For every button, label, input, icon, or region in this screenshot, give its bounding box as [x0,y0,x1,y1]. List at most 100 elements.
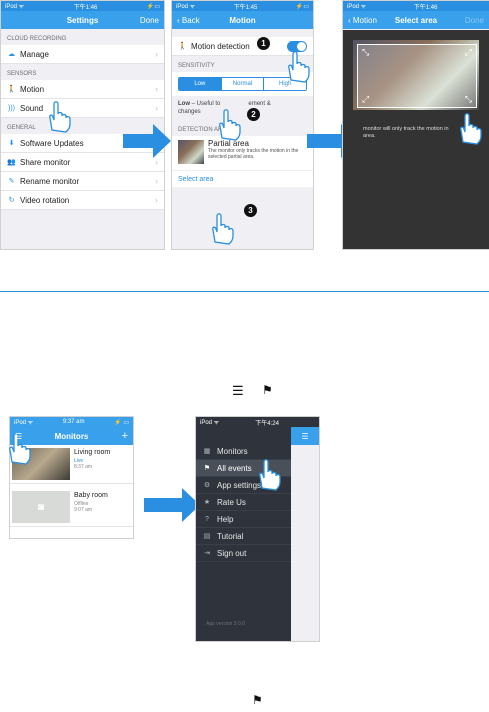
settings-screen: iPod ᯤ 下午1:46 ⚡▭ Settings Done CLOUD REC… [0,0,165,250]
share-monitor-label: Share monitor [20,157,71,167]
motion-detection-toggle[interactable] [287,40,307,52]
status-bar: iPod ᯤ 9:37 am ⚡ ▭ [10,417,133,427]
hand-pointer-icon [9,433,31,465]
camera-view: ⤡ ⤢ ⤢ ⤡ [343,30,489,120]
section-header-cloud: CLOUD RECORDING [7,36,67,42]
section-header-detection: DETECTION AREA [178,127,231,133]
share-monitor-row[interactable]: 👥 Share monitor › [1,153,164,172]
hand-pointer-icon [288,51,310,83]
video-rotation-row[interactable]: ↻ Video rotation › [1,191,164,210]
nav-bar: ‹ Motion Select area Done [343,11,489,29]
partial-area-description: The monitor only tracks the motion in th… [208,148,299,160]
status-bar: iPod ᯤ 下午1:46 ⚡▭ [1,1,164,11]
baby-room-thumbnail: ◙ [12,491,70,523]
step-badge-1: 1 [257,37,270,50]
menu-item-help[interactable]: ? Help [196,511,291,528]
side-menu-screen: iPod ᯤ 下午4:24 ☰ ▦ Monitors ⚑ All events … [195,416,320,642]
monitor-time: 9:07 am [74,507,93,513]
monitor-list-item[interactable]: ◙ Baby room Offline 9:07 am [10,488,133,527]
status-battery: ⚡ ▭ [114,419,129,426]
sign-out-icon: ⇥ [204,550,210,557]
back-button[interactable]: ‹ Back [177,15,200,25]
arrow-right-icon [123,124,171,158]
menu-item-sign-out[interactable]: ⇥ Sign out [196,545,291,562]
menu-item-label: Tutorial [217,531,244,541]
status-battery: ⚡▭ [146,3,160,10]
arrow-right-icon [144,488,200,522]
status-time: 下午1:46 [73,4,98,11]
app-version: App version 3.0.0 [206,621,245,627]
back-label: Back [181,15,200,25]
hand-pointer-icon [219,109,241,141]
resize-handle-bottom-left-icon[interactable]: ⤢ [362,94,370,104]
menu-item-label: Help [217,514,234,524]
back-button[interactable]: ‹ Motion [348,15,377,25]
sound-wave-icon: ))) [8,104,15,112]
sensitivity-desc-part-a: – Useful to [190,101,221,107]
flag-icon: ⚑ [203,465,211,472]
menu-button-icon[interactable]: ☰ [291,427,319,445]
menu-item-label: Rate Us [217,497,246,507]
menu-item-monitors[interactable]: ▦ Monitors [196,443,291,460]
monitor-name: Living room [74,449,111,456]
menu-item-tutorial[interactable]: ▤ Tutorial [196,528,291,545]
status-time: 9:37 am [62,419,85,425]
selection-caption: monitor will only track the motion in ar… [363,126,483,140]
manage-label: Manage [20,49,49,59]
hand-pointer-icon [49,101,71,133]
nav-bar: ‹ Back Motion [172,11,313,29]
resize-handle-top-left-icon[interactable]: ⤡ [362,47,370,57]
resize-handle-top-right-icon[interactable]: ⤢ [464,47,472,57]
sensitivity-normal-option[interactable]: Normal [221,78,265,90]
motion-row[interactable]: 🚶 Motion › [1,80,164,99]
grid-icon: ▦ [203,448,211,455]
done-button[interactable]: Done [464,15,484,25]
help-icon: ? [205,515,209,523]
status-carrier: iPod ᯤ [176,4,196,10]
sensitivity-segmented-control: Low Normal High [178,77,307,91]
chevron-right-icon: › [155,176,158,186]
flag-icon: ⚑ [252,693,263,707]
status-bar: iPod ᯤ 下午4:24 [196,417,319,427]
done-button[interactable]: Done [139,15,159,25]
hand-pointer-icon [259,459,281,491]
back-label: Motion [352,15,377,25]
sound-label: Sound [20,103,44,113]
chevron-right-icon: › [155,103,158,113]
menu-item-label: App settings [217,480,262,490]
status-bar: iPod ᯤ 下午1:46 [343,1,489,11]
book-icon: ▤ [203,533,211,540]
status-time: 下午4:24 [255,420,279,427]
gear-icon: ⚙ [203,482,211,489]
pencil-icon: ✎ [8,178,15,185]
sound-row[interactable]: ))) Sound › [1,99,164,118]
resize-handle-bottom-right-icon[interactable]: ⤡ [464,94,472,104]
section-header-sensitivity: SENSITIVITY [178,63,215,69]
motion-screen: iPod ᯤ 下午1:45 ⚡▭ ‹ Back Motion 🚶 Motion … [171,0,314,250]
sensitivity-panel: Low Normal High [172,72,313,96]
chevron-right-icon: › [155,84,158,94]
motion-label: Motion [20,84,45,94]
monitor-status: Live [74,458,84,464]
video-rotation-label: Video rotation [20,195,70,205]
rename-monitor-label: Rename monitor [20,176,80,186]
star-icon: ★ [203,499,211,506]
rename-monitor-row[interactable]: ✎ Rename monitor › [1,172,164,191]
menu-item-rate-us[interactable]: ★ Rate Us [196,494,291,511]
manage-row[interactable]: ☁ Manage › [1,45,164,64]
status-time: 下午1:45 [233,4,258,11]
selection-rectangle[interactable]: ⤡ ⤢ ⤢ ⤡ [357,44,477,108]
selection-caption-line-b: area. [363,133,376,139]
motion-detection-label: Motion detection [191,41,250,51]
status-carrier: iPod ᯤ [5,4,25,10]
sensitivity-low-option[interactable]: Low [179,78,222,90]
status-bar: iPod ᯤ 下午1:45 ⚡▭ [172,1,313,11]
menu-button-icon[interactable]: ☰ [15,431,23,441]
hand-pointer-icon [212,213,234,245]
select-area-link[interactable]: Select area [172,171,313,187]
menu-item-app-settings[interactable]: ⚙ App settings [196,477,291,494]
add-button-icon[interactable]: + [121,430,128,442]
menu-item-label: Sign out [217,548,247,558]
status-carrier: iPod ᯤ [347,4,367,10]
